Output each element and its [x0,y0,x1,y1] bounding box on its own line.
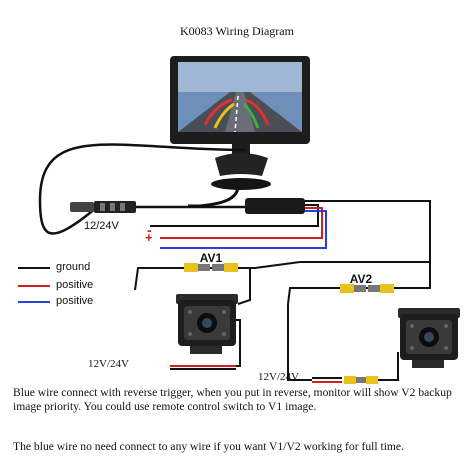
legend-label-ground: ground [56,261,91,273]
av1-label: AV1 [200,251,223,265]
note-full-time: The blue wire no need connect to any wir… [13,440,404,453]
av1-connector [184,263,238,272]
av2-connector [340,284,394,293]
camera-2-voltage-label: 12V/24V [258,371,299,383]
camera-1-icon [176,294,238,354]
monitor-voltage-label: 12/24V [84,220,119,232]
monitor-neg-sign: - [147,222,152,238]
av-connector-main [70,201,136,213]
camera-2-icon [398,308,460,368]
camera-1-voltage-label: 12V/24V [88,358,129,370]
legend-label-positive-red: positive [56,279,94,291]
monitor-icon [170,56,310,190]
note-reverse-trigger: Blue wire connect with reverse trigger, … [13,386,452,413]
splitter-box [245,198,305,214]
av2-label: AV2 [350,272,373,286]
legend-label-positive-blue: positive [56,295,94,307]
monitor-pos-sign: + [145,230,153,245]
diagram-title: K0083 Wiring Diagram [180,24,294,38]
